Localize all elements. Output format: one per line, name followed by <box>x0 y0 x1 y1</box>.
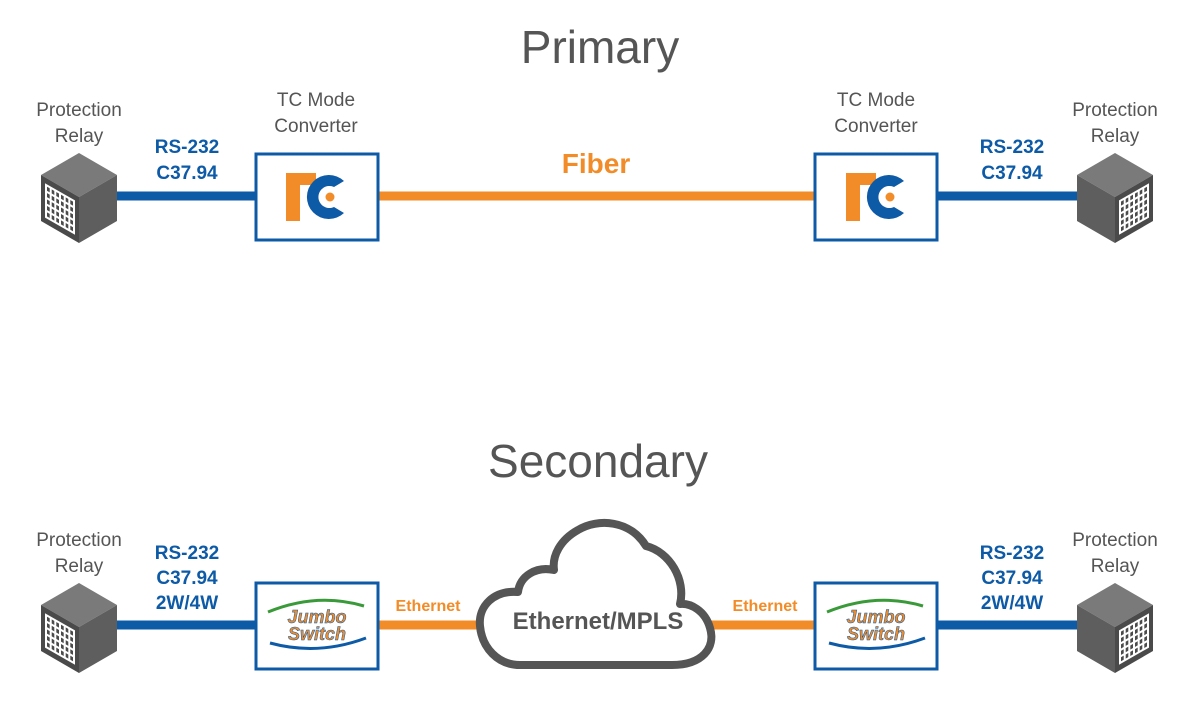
jumbo-logo-line2: Switch <box>288 624 346 644</box>
jumbo-logo-line1: Jumbo <box>846 607 905 627</box>
secondary-right-ethernet-label: Ethernet <box>733 598 799 615</box>
primary-left-relay-label-2: Relay <box>55 126 104 147</box>
primary-right-relay-label-2: Relay <box>1091 126 1140 147</box>
secondary-right-interface-2: C37.94 <box>981 568 1043 589</box>
primary-right-interface-2: C37.94 <box>981 163 1043 184</box>
secondary-left-relay-label-2: Relay <box>55 556 104 577</box>
primary-right-interface-1: RS-232 <box>980 137 1044 158</box>
ethernet-mpls-cloud-icon <box>475 518 716 669</box>
cloud-label: Ethernet/MPLS <box>513 608 684 635</box>
jumbo-switch-logo: Jumbo Switch <box>267 598 367 650</box>
secondary-right-interface-1: RS-232 <box>980 543 1044 564</box>
protection-relay-icon <box>1076 152 1154 244</box>
fiber-label: Fiber <box>562 148 631 179</box>
secondary-right-switch-box <box>813 581 939 671</box>
primary-left-interface-1: RS-232 <box>155 137 219 158</box>
secondary-left-relay-label-1: Protection <box>36 530 122 551</box>
secondary-right-relay-label-1: Protection <box>1072 530 1158 551</box>
jumbo-switch-logo: Jumbo Switch <box>826 598 926 650</box>
primary-right-relay-label-1: Protection <box>1072 100 1158 121</box>
secondary-left-interface-1: RS-232 <box>155 543 219 564</box>
secondary-left-interface-2: C37.94 <box>156 568 218 589</box>
protection-relay-icon <box>40 152 118 244</box>
protection-relay-icon <box>40 582 118 674</box>
primary-left-relay-label-1: Protection <box>36 100 122 121</box>
primary-left-converter-label-2: Converter <box>274 116 358 137</box>
jumbo-logo-line1: Jumbo <box>287 607 346 627</box>
secondary-left-interface-3: 2W/4W <box>156 593 218 614</box>
secondary-title: Secondary <box>488 435 708 487</box>
protection-relay-icon <box>1076 582 1154 674</box>
primary-left-converter-label-1: TC Mode <box>277 90 355 111</box>
secondary-left-ethernet-label: Ethernet <box>396 598 462 615</box>
primary-right-converter-label-1: TC Mode <box>837 90 915 111</box>
jumbo-logo-line2: Switch <box>847 624 905 644</box>
secondary-left-switch-box <box>254 581 380 671</box>
secondary-right-relay-label-2: Relay <box>1091 556 1140 577</box>
secondary-right-interface-3: 2W/4W <box>981 593 1043 614</box>
primary-right-converter-label-2: Converter <box>834 116 918 137</box>
primary-title: Primary <box>521 21 679 73</box>
primary-left-interface-2: C37.94 <box>156 163 218 184</box>
